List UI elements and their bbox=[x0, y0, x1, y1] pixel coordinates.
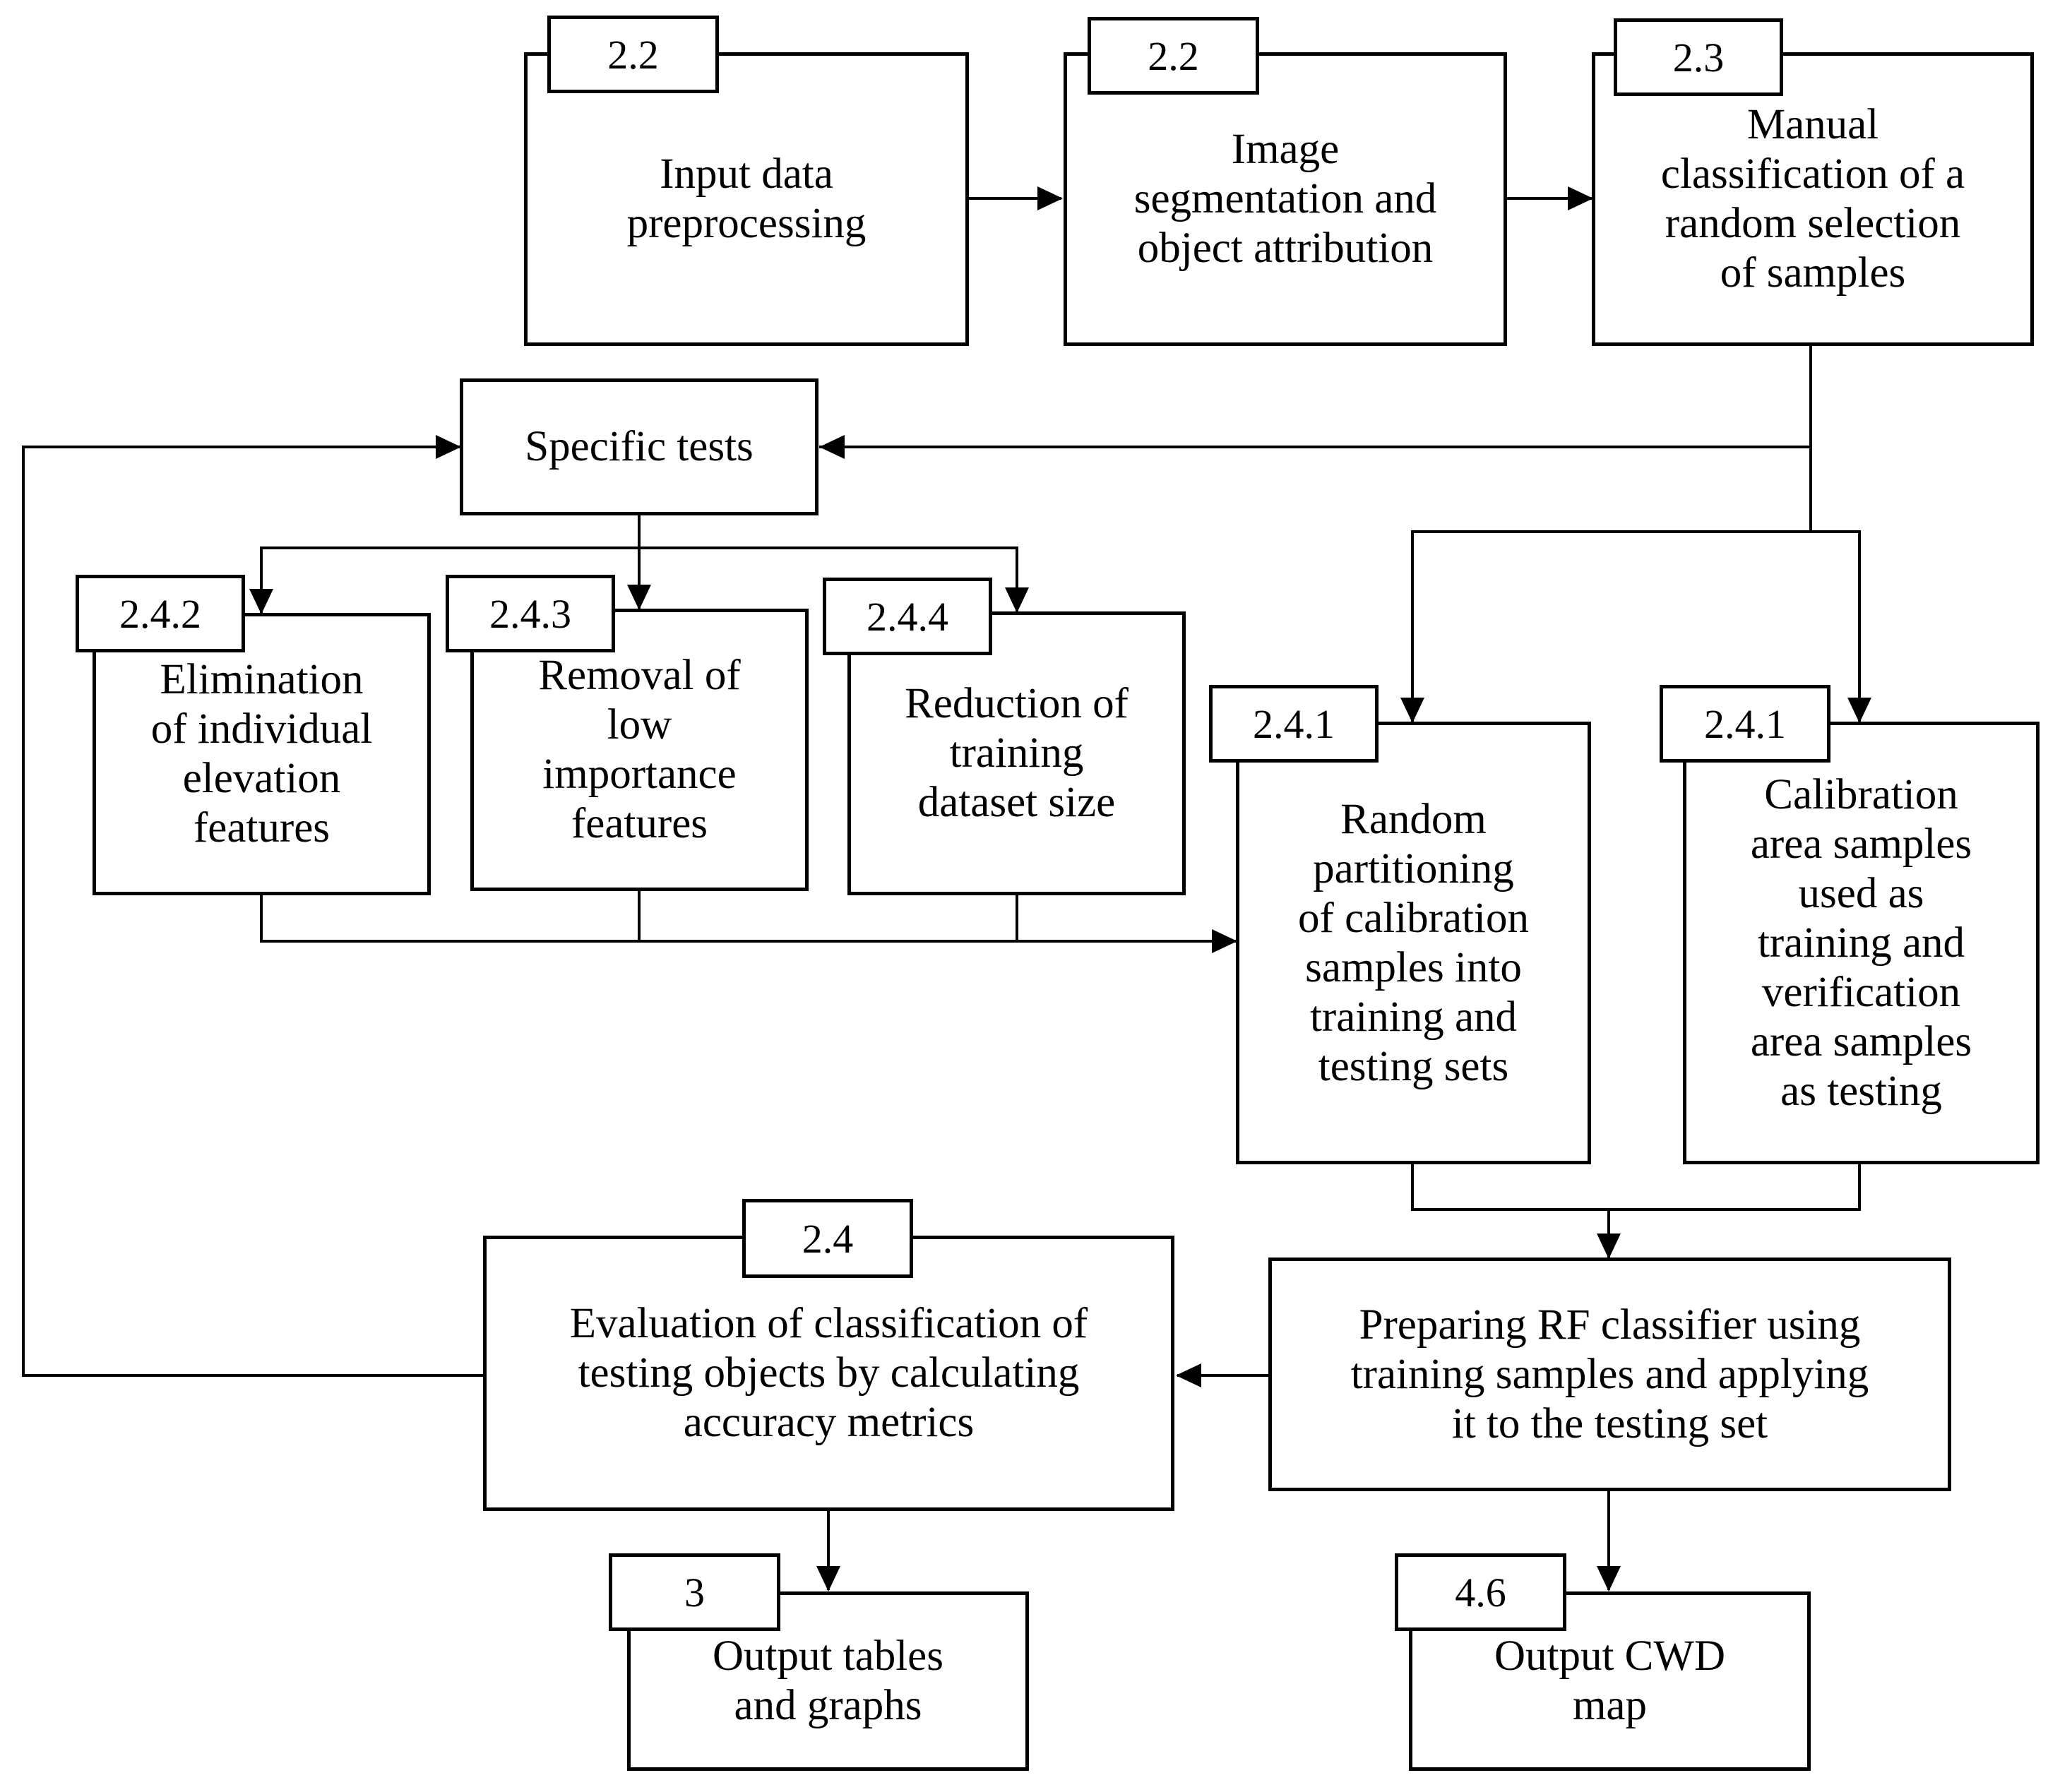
section-tag: 2.2 bbox=[1088, 17, 1259, 95]
node-label: Manual classification of a random select… bbox=[1660, 101, 1965, 297]
node-calibration-area-samples: Calibration area samples used as trainin… bbox=[1683, 722, 2040, 1164]
arrowhead-cwd bbox=[1597, 1566, 1621, 1591]
arrowhead-tables bbox=[816, 1566, 840, 1591]
arrowhead-random bbox=[1400, 698, 1424, 723]
section-tag: 2.4 bbox=[742, 1199, 913, 1278]
edge-manual-to-calibration bbox=[1811, 530, 1861, 722]
edge-manual-to-specific bbox=[819, 345, 1812, 448]
arrowhead-random-left bbox=[1212, 929, 1237, 953]
section-tag: 2.4.1 bbox=[1209, 685, 1379, 763]
node-label: Specific tests bbox=[525, 423, 754, 470]
arrowhead-segmentation bbox=[1037, 186, 1063, 210]
node-preparing-rf-classifier: Preparing RF classifier using training s… bbox=[1268, 1258, 1951, 1491]
arrowhead-reduction bbox=[1005, 587, 1029, 613]
arrowhead-manual bbox=[1568, 186, 1593, 210]
edge-sets-to-preparing bbox=[1411, 1163, 1861, 1211]
section-tag: 4.6 bbox=[1395, 1553, 1566, 1631]
node-label: Reduction of training dataset size bbox=[905, 680, 1129, 826]
edge-specific-to-elimination bbox=[260, 514, 641, 613]
section-tag: 2.4.2 bbox=[76, 575, 245, 652]
edge-evaluation-to-specific bbox=[22, 446, 483, 1377]
node-removal-low-importance: Removal of low importance features bbox=[470, 609, 809, 891]
node-label: Preparing RF classifier using training s… bbox=[1350, 1301, 1869, 1447]
section-tag: 3 bbox=[609, 1553, 780, 1631]
node-evaluation: Evaluation of classification of testing … bbox=[483, 1236, 1174, 1511]
node-label: Evaluation of classification of testing … bbox=[569, 1300, 1088, 1446]
edge-filters-to-random bbox=[260, 894, 1236, 943]
node-elimination-elevation: Elimination of individual elevation feat… bbox=[93, 613, 431, 895]
node-label: Image segmentation and object attributio… bbox=[1133, 126, 1437, 272]
node-label: Input data preprocessing bbox=[626, 150, 867, 247]
node-label: Elimination of individual elevation feat… bbox=[150, 656, 373, 852]
node-image-segmentation: Image segmentation and object attributio… bbox=[1064, 52, 1507, 346]
arrowhead-elimination bbox=[249, 589, 273, 614]
node-input-preprocessing: Input data preprocessing bbox=[524, 52, 969, 346]
arrowhead-preparing bbox=[1597, 1234, 1621, 1259]
section-tag: 2.2 bbox=[547, 16, 719, 93]
node-reduction-training-size: Reduction of training dataset size bbox=[847, 611, 1186, 895]
arrowhead-specific-right bbox=[819, 435, 845, 459]
node-random-partitioning: Random partitioning of calibration sampl… bbox=[1236, 722, 1591, 1164]
section-tag: 2.3 bbox=[1614, 18, 1783, 96]
node-label: Output tables and graphs bbox=[713, 1632, 943, 1729]
node-label: Output CWD map bbox=[1494, 1632, 1725, 1729]
section-tag: 2.4.4 bbox=[823, 578, 992, 655]
section-tag: 2.4.3 bbox=[446, 575, 615, 652]
node-label: Removal of low importance features bbox=[538, 652, 741, 847]
node-output-cwd-map: Output CWD map bbox=[1409, 1591, 1811, 1771]
arrowhead-calibration bbox=[1847, 698, 1871, 723]
edge-manual-to-random bbox=[1411, 447, 1812, 722]
node-label: Random partitioning of calibration sampl… bbox=[1298, 795, 1529, 1090]
node-label: Calibration area samples used as trainin… bbox=[1750, 770, 1972, 1115]
section-tag: 2.4.1 bbox=[1660, 685, 1830, 763]
node-specific-tests: Specific tests bbox=[460, 378, 818, 515]
arrowhead-specific-left bbox=[436, 435, 461, 459]
arrowhead-evaluation bbox=[1176, 1363, 1201, 1387]
node-manual-classification: Manual classification of a random select… bbox=[1592, 52, 2034, 346]
arrowhead-removal bbox=[627, 585, 651, 610]
